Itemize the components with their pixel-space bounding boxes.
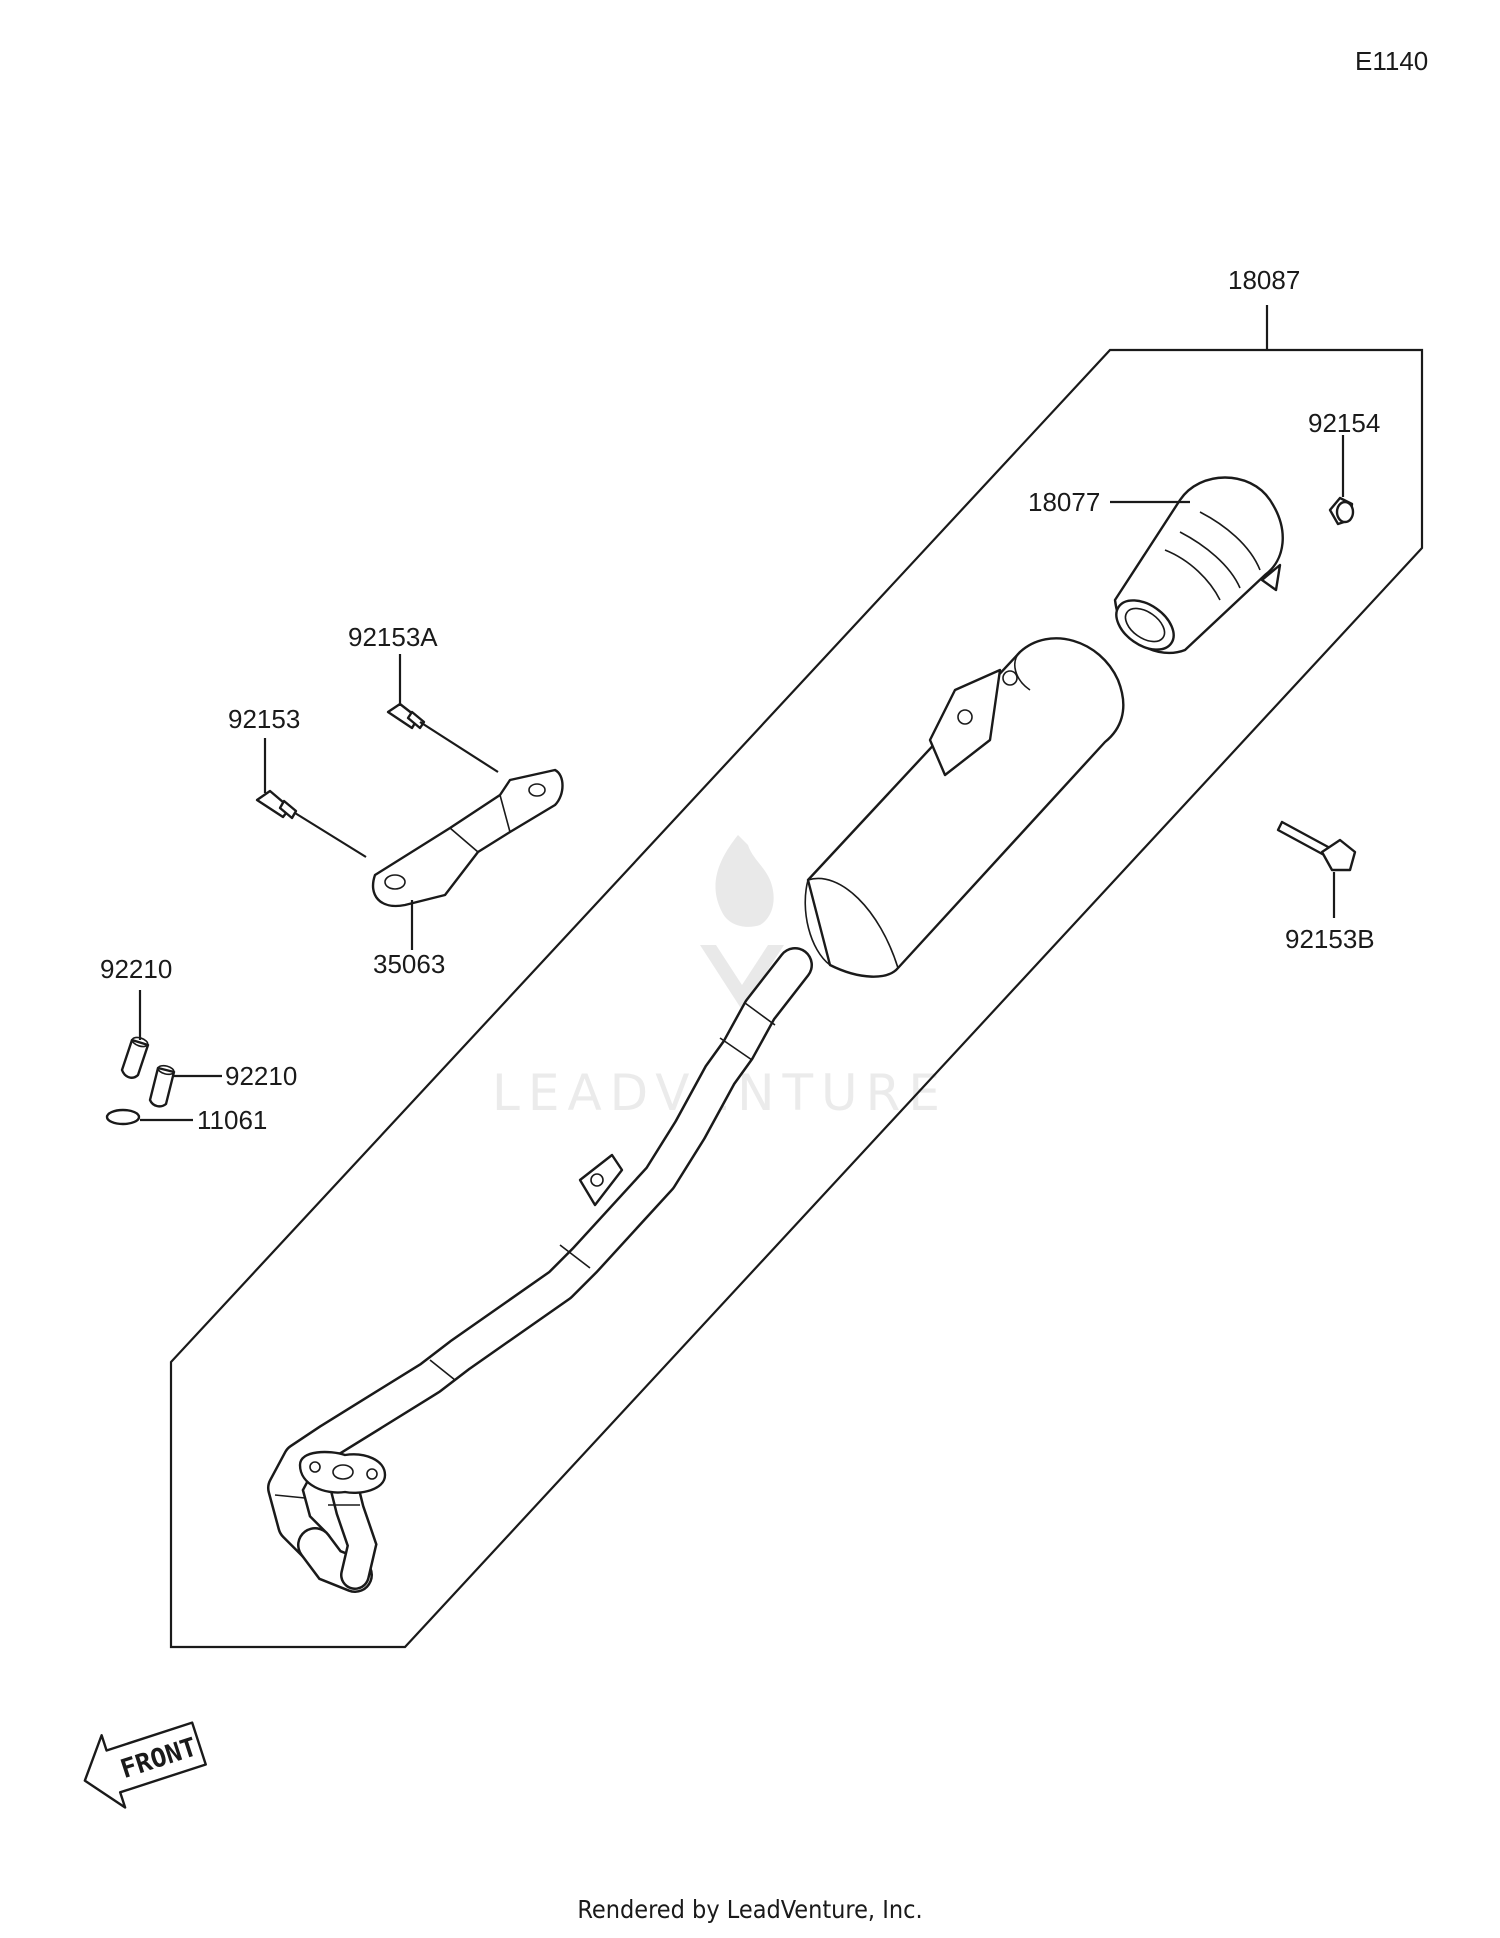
exhaust-pipe bbox=[267, 947, 813, 1593]
label-11061: 11061 bbox=[197, 1105, 267, 1135]
footer-credit: Rendered by LeadVenture, Inc. bbox=[577, 1895, 923, 1924]
bolt-92153A bbox=[386, 702, 426, 730]
label-92153A: 92153A bbox=[348, 622, 438, 652]
cap-92210-b bbox=[148, 1064, 176, 1108]
bolt-92153 bbox=[255, 789, 298, 820]
diagram-code: E1140 bbox=[1355, 46, 1428, 76]
label-35063: 35063 bbox=[373, 949, 445, 979]
oring-11061 bbox=[105, 1108, 141, 1126]
label-18077: 18077 bbox=[1028, 487, 1100, 517]
bracket-35063 bbox=[371, 768, 564, 908]
muffler bbox=[804, 637, 1125, 978]
label-18087: 18087 bbox=[1228, 265, 1300, 295]
label-92154: 92154 bbox=[1308, 408, 1380, 438]
front-arrow-icon: FRONT bbox=[83, 1721, 207, 1809]
label-92153: 92153 bbox=[228, 704, 300, 734]
cap-92210-a bbox=[120, 1036, 150, 1079]
end-cap-18077 bbox=[1113, 476, 1284, 655]
label-92210-a: 92210 bbox=[100, 954, 172, 984]
bolt-92153B bbox=[1276, 820, 1357, 872]
label-92153B: 92153B bbox=[1285, 924, 1375, 954]
screw-92154 bbox=[1328, 496, 1355, 526]
assembly-outline bbox=[169, 348, 1424, 1649]
label-92210-b: 92210 bbox=[225, 1061, 297, 1091]
